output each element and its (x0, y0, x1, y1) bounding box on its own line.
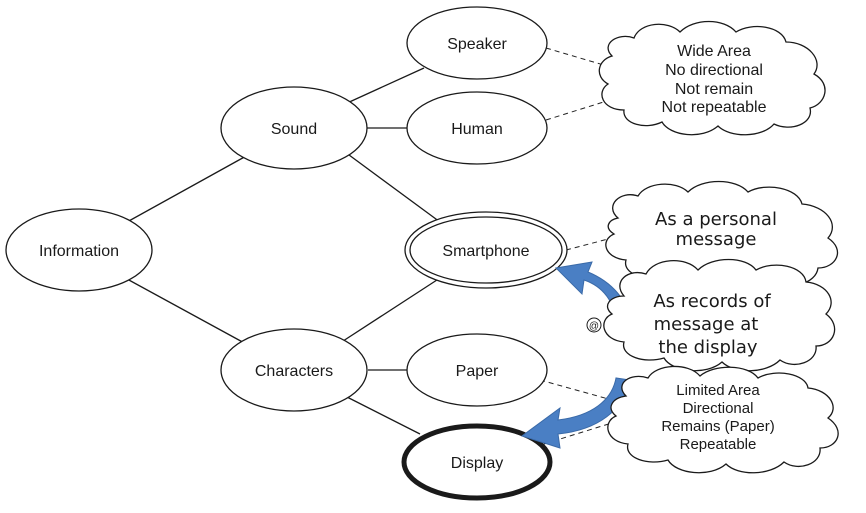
cloud-sound-properties: Wide Area No directional Not remain Not … (598, 20, 826, 136)
cloud-records-line-3: the display (658, 337, 758, 358)
cloud-sound-line-3: Not remain (675, 81, 753, 98)
cloud-sound-line-4: Not repeatable (662, 99, 767, 116)
node-human-label: Human (451, 121, 503, 138)
cloud-records-line-1: As records of (653, 291, 771, 312)
node-human: Human (406, 91, 548, 165)
cloud-personal-line-2: message (676, 229, 757, 250)
dashed-paper-cloud (539, 379, 613, 401)
node-sound: Sound (220, 86, 368, 170)
dashed-human-cloud (545, 99, 611, 121)
dashed-speaker-cloud (545, 47, 608, 67)
node-characters: Characters (220, 328, 368, 412)
cloud-sound-line-1: Wide Area (677, 43, 751, 60)
tree-edges (126, 67, 441, 435)
cloud-personal-line-1: As a personal (655, 209, 777, 230)
node-characters-label: Characters (255, 363, 333, 380)
at-marker: @ (586, 317, 602, 333)
edge-information-sound (126, 154, 249, 223)
cloud-records-line-2: message at (654, 314, 759, 335)
cloud-sound-line-2: No directional (665, 62, 763, 79)
at-marker-symbol: @ (589, 321, 599, 332)
node-paper: Paper (406, 333, 548, 407)
cloud-display-line-1: Limited Area (676, 382, 760, 399)
cloud-display-properties: Limited Area Directional Remains (Paper)… (607, 365, 839, 474)
edge-sound-smartphone (344, 151, 441, 223)
edge-information-characters (126, 278, 249, 346)
cloud-display-line-2: Directional (683, 400, 754, 417)
edge-sound-speaker (344, 67, 425, 105)
node-speaker: Speaker (406, 6, 548, 80)
node-display-label: Display (451, 455, 503, 472)
dashed-smartphone-cloud (565, 237, 613, 251)
node-information-label: Information (39, 243, 119, 260)
node-smartphone: Smartphone (404, 211, 568, 289)
edge-characters-display (344, 395, 421, 435)
node-sound-label: Sound (271, 121, 317, 138)
node-smartphone-label: Smartphone (442, 243, 529, 260)
cloud-display-line-4: Repeatable (680, 436, 757, 453)
cloud-display-line-3: Remains (Paper) (661, 418, 774, 435)
edge-characters-smartphone (339, 277, 441, 344)
node-speaker-label: Speaker (447, 36, 507, 53)
node-paper-label: Paper (456, 363, 499, 380)
node-information: Information (5, 208, 153, 292)
cloud-records: As records of message at the display (603, 258, 836, 372)
node-display: Display (401, 423, 553, 501)
